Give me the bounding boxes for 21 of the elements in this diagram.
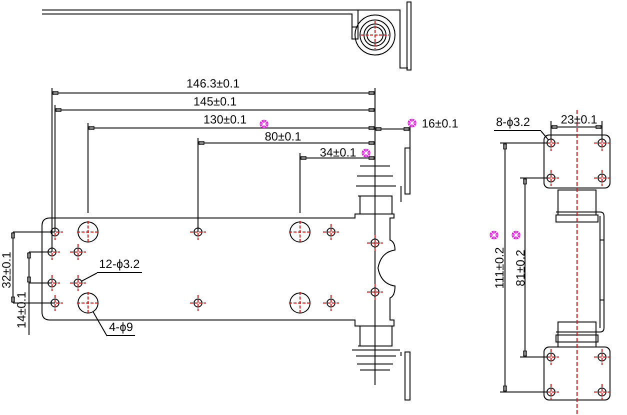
callout-label: 8-ϕ3.2 xyxy=(494,116,541,131)
leader-line xyxy=(81,272,98,282)
dimension-label: 80±0.1 xyxy=(264,130,302,144)
hole xyxy=(70,274,86,292)
dimension-label: 23±0.1 xyxy=(560,114,598,126)
callout-label: 4-ϕ9 xyxy=(107,321,136,336)
hole xyxy=(288,220,312,244)
hole xyxy=(76,292,100,314)
dimension-label: 130±0.1 xyxy=(203,114,247,126)
leader-line xyxy=(92,311,108,336)
dimension-label: 145±0.1 xyxy=(193,96,237,108)
dimension-label: 32±0.1 xyxy=(0,252,14,288)
dimension-label: 146.3±0.1 xyxy=(186,78,240,90)
hole xyxy=(288,292,312,314)
leader-line xyxy=(540,130,549,140)
dimension-label: 81±0.2 xyxy=(514,250,528,286)
callout-label: 12-ϕ3.2 xyxy=(97,258,142,273)
dimension-label: 111±0.2 xyxy=(494,247,506,289)
dimension-label: 16±0.1 xyxy=(422,118,458,130)
dimension-label: 34±0.1 xyxy=(320,146,356,160)
hole xyxy=(76,220,100,244)
